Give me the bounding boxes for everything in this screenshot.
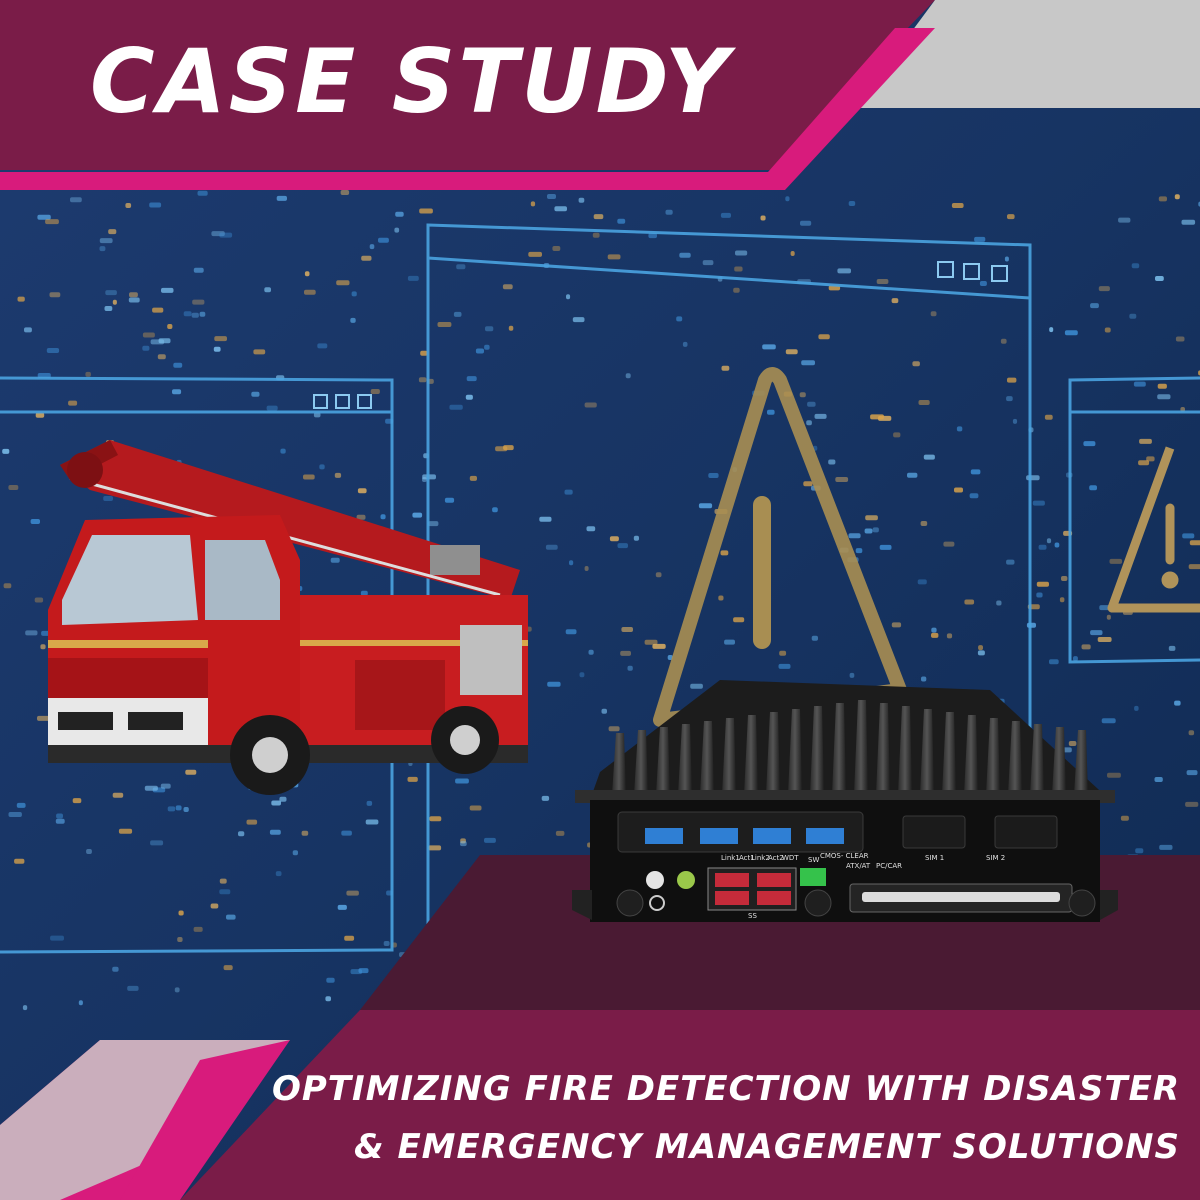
warning-small-icon bbox=[1107, 446, 1200, 613]
footer-accent-stripe bbox=[120, 1040, 290, 1200]
case-study-subtitle: OPTIMIZING FIRE DETECTION WITH DISASTER … bbox=[180, 1060, 1180, 1176]
header-gray-band bbox=[855, 0, 1200, 108]
fire-truck-image bbox=[48, 440, 528, 795]
usb-port bbox=[645, 828, 683, 844]
port-label: Act1 bbox=[739, 854, 755, 862]
cmos-label: CMOS- CLEAR bbox=[820, 852, 869, 860]
footer-band bbox=[180, 1010, 1200, 1200]
lan-port bbox=[715, 891, 749, 905]
port-label: Link2 bbox=[751, 854, 770, 862]
reset-button-icon bbox=[646, 871, 664, 889]
switch-terminal bbox=[800, 868, 826, 886]
header-accent-stripe bbox=[0, 28, 935, 190]
port-label: Link1 bbox=[721, 854, 740, 862]
port-label: Act2 bbox=[768, 854, 784, 862]
usb-port bbox=[700, 828, 738, 844]
antenna-cap-icon bbox=[804, 889, 832, 917]
lan-port bbox=[715, 873, 749, 887]
page-title: CASE STUDY bbox=[90, 30, 732, 133]
port-label: WDT bbox=[782, 854, 799, 862]
usb-port bbox=[806, 828, 844, 844]
heatsink-fins bbox=[612, 700, 1088, 795]
antenna-cap-icon bbox=[616, 889, 644, 917]
switch-label: SW bbox=[808, 856, 819, 864]
sim-label: SIM 2 bbox=[986, 854, 1005, 862]
power-icon bbox=[649, 895, 665, 911]
power-mode-label: ATX/AT bbox=[846, 862, 871, 870]
warning-triangle-icon bbox=[653, 367, 907, 727]
window-control-icons bbox=[313, 261, 1008, 409]
industrial-pc-image: Link1 Act1 Link2 Act2 WDT SW CMOS- CLEAR… bbox=[572, 680, 1118, 922]
usb-port bbox=[753, 828, 791, 844]
subtitle-line-2: & EMERGENCY MANAGEMENT SOLUTIONS bbox=[353, 1127, 1180, 1167]
subtitle-line-1: OPTIMIZING FIRE DETECTION WITH DISASTER bbox=[271, 1069, 1180, 1109]
lan-port bbox=[757, 891, 791, 905]
header-band bbox=[0, 0, 935, 170]
audio-jack-icon bbox=[677, 871, 695, 889]
power-mode-label: PC/CAR bbox=[876, 862, 902, 870]
lan-port bbox=[757, 873, 791, 887]
window-right bbox=[1068, 376, 1200, 664]
sim-label: SIM 1 bbox=[925, 854, 944, 862]
usb-mark: SS bbox=[748, 912, 757, 920]
antenna-cap-icon bbox=[1068, 889, 1096, 917]
